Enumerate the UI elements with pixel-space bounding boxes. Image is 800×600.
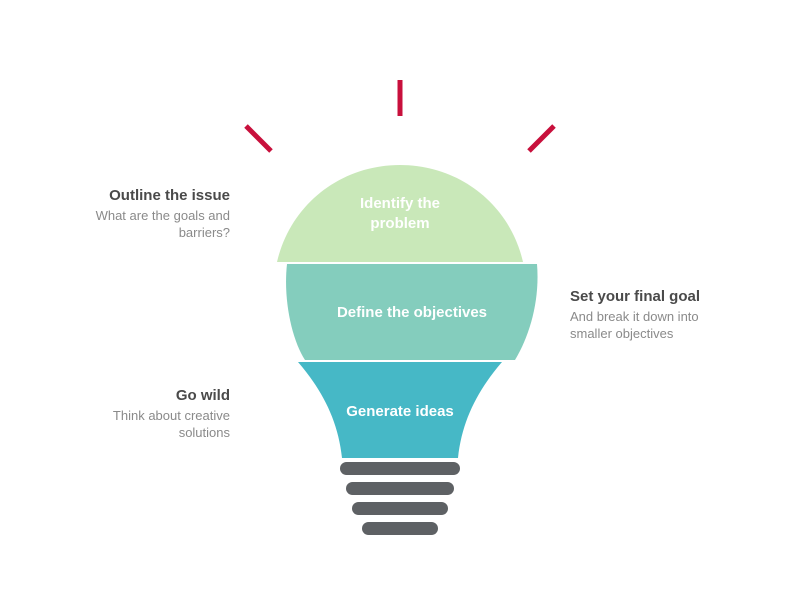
middle-segment-label: Define the objectives — [336, 304, 488, 321]
note-outline-title: Outline the issue — [109, 187, 230, 204]
note-wild-title: Go wild — [175, 387, 230, 404]
bulb-middle-segment — [286, 264, 538, 360]
note-goal-title: Set your final goal — [570, 288, 701, 305]
top-segment-label: Identify the problem — [359, 195, 440, 232]
note-outline-issue: Outline the issue What are the goals and… — [70, 186, 230, 241]
bulb-base-bar-1 — [340, 462, 460, 475]
note-final-goal: Set your final goal And break it down in… — [570, 287, 720, 342]
bulb-top-segment — [277, 165, 523, 262]
ray-left — [244, 124, 273, 153]
bulb-base-bar-2 — [346, 482, 454, 495]
note-go-wild: Go wild Think about creative solutions — [90, 386, 230, 441]
ray-right — [527, 124, 556, 153]
bulb-bottom-segment — [298, 362, 502, 458]
bulb-base-bar-4 — [362, 522, 438, 535]
note-outline-desc: What are the goals and barriers? — [95, 208, 230, 240]
bottom-segment-label: Generate ideas — [346, 403, 454, 420]
note-goal-desc: And break it down into smaller objective… — [570, 309, 699, 341]
note-wild-desc: Think about creative solutions — [112, 408, 230, 440]
bulb-base-bar-3 — [352, 502, 448, 515]
